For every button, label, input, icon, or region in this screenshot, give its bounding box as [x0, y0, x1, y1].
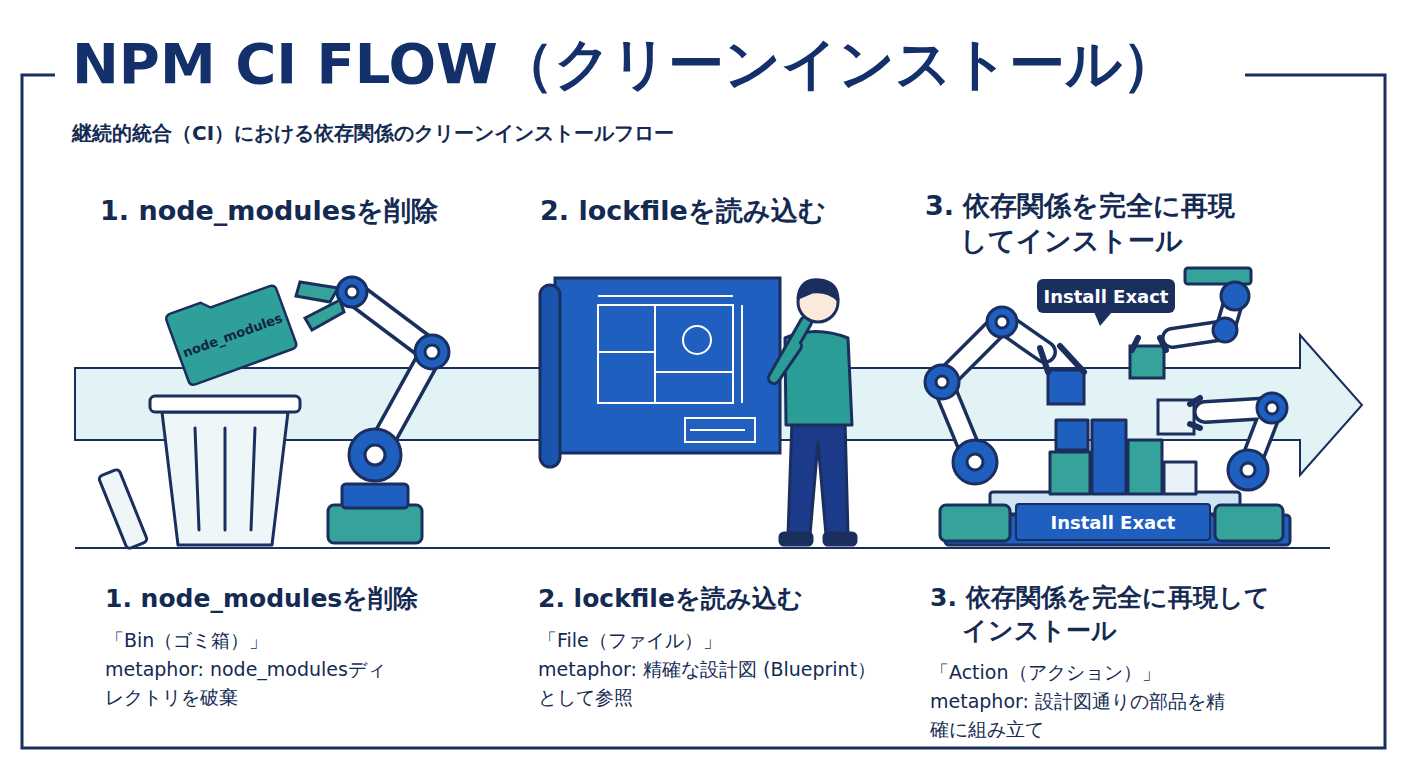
node-label: Install Exact — [1051, 512, 1176, 533]
trash-can — [98, 396, 300, 549]
step-heading: 1. node_modulesを削除 — [100, 193, 520, 229]
step-note: metaphor: 精確な設計図 (Blueprint）として参照 — [538, 656, 878, 711]
engineer-figure — [774, 280, 856, 545]
step-heading: 2. lockfileを読み込む — [540, 193, 920, 229]
step-heading: 3. 依存関係を完全に再現して インストール — [930, 582, 1312, 647]
step-heading: 3. 依存関係を完全に再現 してインストール — [925, 188, 1260, 258]
step-heading: 2. lockfileを読み込む — [538, 582, 918, 616]
step-note: 「Action（アクション）」 — [930, 660, 1330, 686]
blueprint — [540, 278, 780, 467]
step-note: metaphor: node_modulesディ レクトリを破棄 — [105, 656, 445, 711]
callout-pointer — [1094, 312, 1112, 326]
callout-bubble: Install Exact — [1037, 279, 1175, 313]
frame — [22, 75, 1385, 748]
step-note: metaphor: 設計図通りの部品を精 確に組み立て — [930, 688, 1280, 743]
robot-arm — [296, 277, 449, 543]
step-note: 「File（ファイル）」 — [538, 628, 868, 654]
diagram-subtitle: 継続的統合（CI）における依存関係のクリーンインストールフロー — [72, 120, 674, 147]
step-heading: 1. node_modulesを削除 — [105, 582, 505, 616]
ground-line — [75, 547, 1330, 549]
platform-label: Install Exact — [1015, 503, 1211, 541]
node-label: Install Exact — [1044, 286, 1169, 307]
diagram-title: NPM CI FLOW（クリーンインストール） — [72, 30, 1178, 97]
step-note: 「Bin（ゴミ箱）」 — [105, 628, 485, 654]
